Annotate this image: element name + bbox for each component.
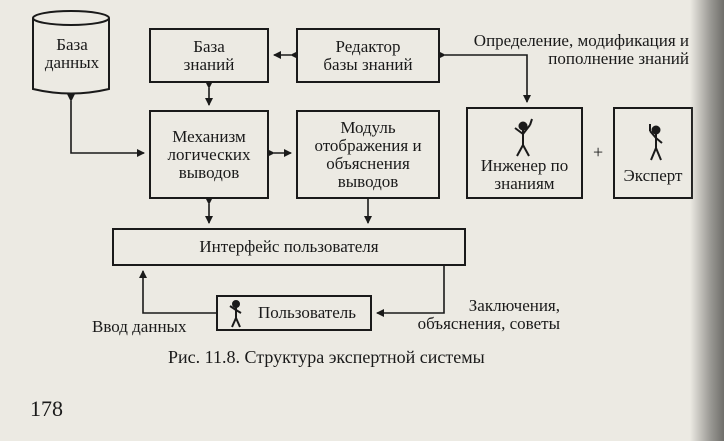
knowledge-engineer-label: Инженер по знаниям xyxy=(480,156,569,193)
arrow-ui-to-user xyxy=(376,265,445,317)
database-label: База данных xyxy=(44,35,100,72)
user-label: Пользователь xyxy=(257,303,357,322)
kb-editor-label: Редактор базы знаний xyxy=(323,36,413,74)
user-figure-icon xyxy=(229,300,242,328)
knowledge-base-label: База знаний xyxy=(183,36,235,74)
database-cylinder xyxy=(32,10,110,95)
definition-label: Определение, модификация и пополнение зн… xyxy=(473,31,689,68)
figure-caption: Рис. 11.8. Структура экспертной системы xyxy=(168,347,485,367)
expert-label: Эксперт xyxy=(623,166,683,185)
knowledge-engineer-box xyxy=(466,107,583,199)
expert-box xyxy=(613,107,693,199)
conclusions-label: Заключения, объяснения, советы xyxy=(417,296,560,333)
arrow-db-to-engine xyxy=(67,94,145,157)
user-interface-label: Интерфейс пользователя xyxy=(199,237,379,256)
page-number: 178 xyxy=(30,396,63,421)
inference-engine-label: Механизм логических выводов xyxy=(167,126,251,182)
arrow-user-to-ui xyxy=(139,270,217,314)
expert-figure-icon xyxy=(649,124,663,161)
explanation-module-label: Модуль отображения и объяснения выводов xyxy=(314,117,422,191)
user-interface-box xyxy=(112,228,466,266)
arrow-editor-to-engineer xyxy=(438,51,531,103)
engineer-figure-icon xyxy=(514,118,533,157)
data-input-label: Ввод данных xyxy=(92,317,187,336)
plus-sign: + xyxy=(593,142,604,162)
